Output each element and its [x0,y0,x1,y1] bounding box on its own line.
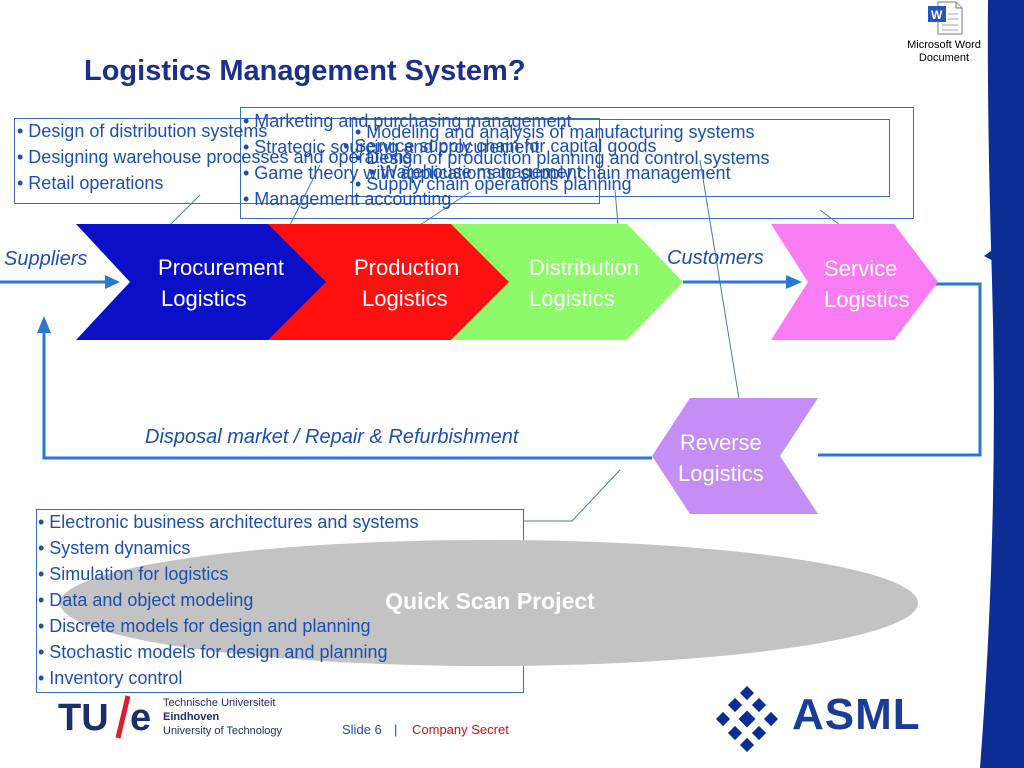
quick-scan-project-label: Quick Scan Project [385,588,595,614]
tue-line2: Eindhoven [163,711,220,723]
left-topic-box [14,118,600,204]
list-item: • System dynamics [38,538,191,558]
reverse-label-line2: Logistics [678,461,764,486]
tue-logo-e: e [130,697,151,739]
overlap-topic-list: • Service supply chain for capital goods… [343,133,656,185]
word-label-line2: Document [918,52,970,64]
list-item: • Electronic business architectures and … [38,512,419,532]
procurement-label-line1: Procurement [158,255,284,280]
service-label-line2: Logistics [824,287,910,312]
production-label: Production Logistics [354,252,459,314]
distribution-label: Distribution Logistics [529,252,639,314]
page-title: Logistics Management System? [84,55,526,87]
left-topic-list: • Design of distribution systems • Desig… [17,118,413,196]
list-item: • Marketing and purchasing management [243,111,572,131]
reverse-label-line1: Reverse [679,430,762,455]
production-label-line1: Production [354,255,460,280]
production-chevron[interactable] [268,224,513,340]
distribution-label-line1: Distribution [529,255,640,280]
center-topic-box [240,107,914,219]
tue-name: Technische Universiteit Eindhoven Univer… [163,696,282,738]
quick-scan-ellipse[interactable] [60,540,918,666]
service-label-line1: Service [824,256,898,281]
footer-separator: | [394,722,398,737]
production-label-line2: Logistics [362,286,448,311]
asml-logo-text: ASML [792,690,921,739]
procurement-label: Procurement Logistics [158,252,284,314]
list-item: • Supply chain operations planning [355,174,632,194]
suppliers-label: Suppliers [4,248,88,270]
list-item: • Retail operations [17,173,164,193]
distribution-label-line2: Logistics [529,286,615,311]
list-item: • Service supply chain for capital goods [343,136,657,156]
customers-label: Customers [667,247,764,269]
list-item: • Design of distribution systems [17,121,268,141]
list-item: • Modeling and analysis of manufacturing… [355,122,755,142]
procurement-label-line2: Logistics [161,286,247,311]
reverse-chevron[interactable] [652,398,818,514]
center-topic-list: • Marketing and purchasing management • … [243,108,731,212]
list-item: • Warehouse management [369,162,582,182]
list-item: • Game theory with applications to suppl… [243,163,731,183]
tue-logo[interactable]: TU e [58,692,158,740]
word-document-label: Microsoft Word Document [896,39,992,65]
list-item: • Data and object modeling [38,590,254,610]
svg-text:W: W [931,8,943,22]
slide-number: Slide 6 [342,722,382,737]
tue-line1: Technische Universiteit [163,697,276,709]
list-item: • Strategic sourcing and procurement [243,137,540,157]
procurement-chevron[interactable] [76,224,330,340]
list-item: • Inventory control [38,668,183,688]
service-chevron[interactable] [771,224,938,340]
right-topic-box [352,119,890,197]
list-item: • Discrete models for design and plannin… [38,616,371,636]
bottom-topic-list: • Electronic business architectures and … [38,509,418,691]
word-document-icon[interactable]: W [924,0,966,38]
distribution-chevron[interactable] [451,224,683,340]
disposal-label: Disposal market / Repair & Refurbishment [145,426,519,448]
tue-line3: University of Technology [163,725,283,737]
confidentiality-label: Company Secret [412,722,509,737]
list-item: • Designing warehouse processes and oper… [17,147,413,167]
tue-logo-tu: TU [58,697,109,739]
list-item: • Management accounting [243,189,452,209]
list-item: • Design of production planning and cont… [355,148,770,168]
right-topic-list: • Modeling and analysis of manufacturing… [355,119,770,197]
list-item: • Stochastic models for design and plann… [38,642,388,662]
word-label-line1: Microsoft Word [907,39,981,51]
list-item: • Simulation for logistics [38,564,229,584]
service-label: Service Logistics [824,253,910,315]
reverse-label: Reverse Logistics [678,427,764,489]
asml-logo-icon [715,686,779,752]
